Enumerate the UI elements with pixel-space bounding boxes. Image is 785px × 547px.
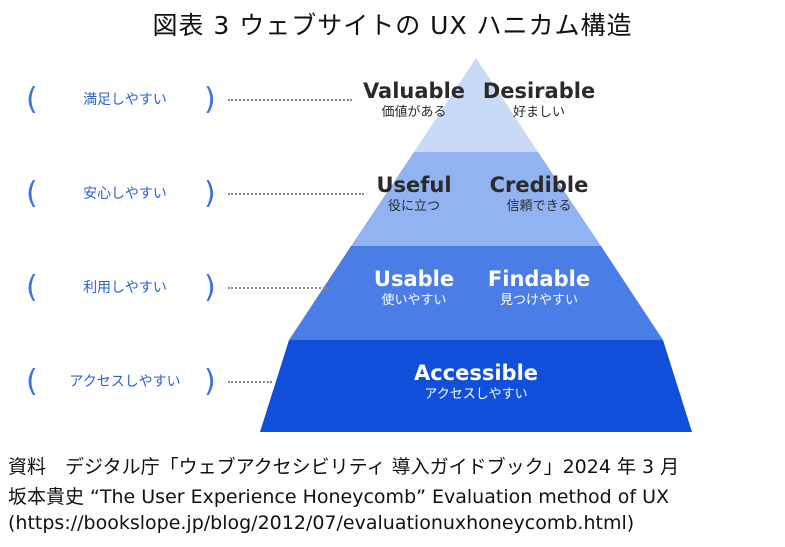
- level-usable-jp: 使いやすい: [381, 293, 447, 308]
- open-paren: (: [26, 82, 38, 117]
- side-label-accessibility: アクセスしやすい: [69, 374, 181, 390]
- page-title: 図表 3 ウェブサイトの UX ハニカム構造: [152, 11, 633, 40]
- level-accessible: Accessible: [413, 361, 539, 385]
- level-2-left: Useful 役に立つ: [360, 172, 468, 216]
- level-desirable: Desirable: [482, 79, 596, 103]
- pyramid-level-4: [260, 340, 692, 432]
- close-paren: ): [204, 82, 216, 117]
- close-paren: ): [204, 176, 216, 211]
- open-paren: (: [26, 270, 38, 305]
- dotted-connector: [228, 381, 272, 383]
- level-credible-jp: 信頼できる: [506, 199, 572, 214]
- pyramid-level-3: [289, 246, 663, 340]
- level-4-center: Accessible アクセスしやすい: [396, 360, 556, 404]
- pyramid-level-2: [351, 152, 601, 246]
- level-1-right: Desirable 好ましい: [480, 78, 598, 122]
- level-useful: Useful: [376, 173, 452, 197]
- level-useful-jp: 役に立つ: [387, 199, 440, 214]
- level-3-right: Findable 見つけやすい: [480, 266, 598, 310]
- source-line-2: 坂本貴史 “The User Experience Honeycomb” Eva…: [8, 486, 669, 508]
- level-findable-jp: 見つけやすい: [499, 293, 578, 308]
- level-desirable-jp: 好ましい: [512, 105, 565, 120]
- side-label-satisfaction: 満足しやすい: [83, 92, 167, 108]
- level-3-left: Usable 使いやすい: [360, 266, 468, 310]
- dotted-connector: [228, 287, 328, 289]
- source-line-3: (https://bookslope.jp/blog/2012/07/evalu…: [8, 512, 635, 534]
- level-valuable-jp: 価値がある: [381, 105, 447, 120]
- pyramid-level-1: [414, 58, 538, 152]
- side-label-usability: 利用しやすい: [83, 280, 167, 296]
- dotted-connector: [228, 193, 364, 195]
- close-paren: ): [204, 270, 216, 305]
- open-paren: (: [26, 176, 38, 211]
- level-findable: Findable: [487, 267, 591, 291]
- dotted-connector: [228, 99, 352, 101]
- level-2-right: Credible 信頼できる: [480, 172, 598, 216]
- close-paren: ): [204, 364, 216, 399]
- level-credible: Credible: [489, 173, 589, 197]
- level-1-left: Valuable 価値がある: [356, 78, 472, 122]
- side-label-trust: 安心しやすい: [83, 186, 167, 202]
- level-usable: Usable: [373, 267, 455, 291]
- open-paren: (: [26, 364, 38, 399]
- source-line-1: 資料 デジタル庁「ウェブアクセシビリティ 導入ガイドブック」2024 年 3 月: [8, 456, 680, 478]
- level-valuable: Valuable: [362, 79, 466, 103]
- level-accessible-jp: アクセスしやすい: [424, 387, 528, 402]
